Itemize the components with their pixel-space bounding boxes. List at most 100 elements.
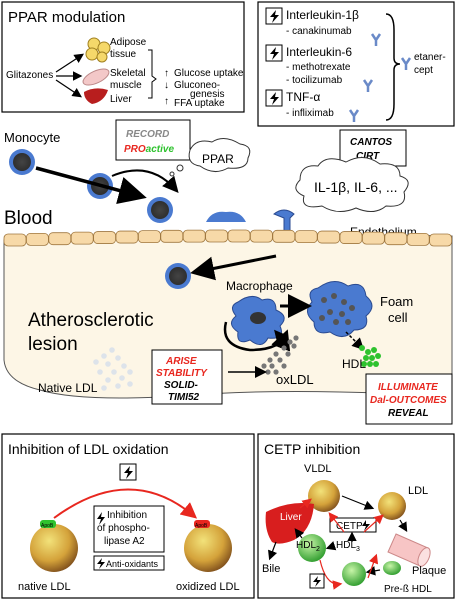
oxidation-red-arrow [53, 488, 198, 519]
arise-label: ARISE [165, 356, 197, 367]
lightning-icon [265, 89, 283, 107]
monocyte-cell [9, 149, 35, 175]
lightning-icon [119, 463, 137, 481]
oxldl-particle [293, 335, 299, 341]
hdl-particles [359, 345, 381, 367]
skeletal-label: Skeletal [110, 68, 146, 79]
hdl-particle [359, 345, 365, 351]
adipose-icon [85, 37, 111, 63]
vldl-to-ldl-arrow [341, 495, 375, 510]
foam-label-2: cell [388, 310, 408, 325]
lipid-droplet [341, 299, 347, 305]
ldl-particle [119, 375, 125, 381]
arise-trial-box: ARISE STABILITY SOLID- TIMI52 [151, 349, 223, 405]
ppar-bubble: PPAR [169, 138, 251, 177]
endothelial-cell [272, 229, 296, 243]
lipid-droplet [319, 315, 325, 321]
lightning-icon [362, 520, 370, 531]
ldl-particle [115, 383, 121, 389]
pla2-label-2: of phospho- [97, 523, 150, 534]
ppar-bubble-label: PPAR [202, 152, 234, 166]
oxldl-particle [267, 357, 273, 363]
liver-label: Liver [110, 94, 132, 105]
hdl2-label: HDL2 [296, 540, 320, 553]
lesion-label-2: lesion [28, 334, 78, 355]
curve-arrow [111, 169, 179, 194]
cetp-box: CETP inhibition VLDL LDL Plaque Liver Bi… [257, 433, 455, 599]
oxldl-particle [269, 363, 275, 369]
lightning-icon [265, 7, 283, 25]
hdl-particle [361, 361, 367, 367]
lipid-droplet [339, 311, 345, 317]
il1b-label: Interleukin-1β [286, 8, 359, 22]
hdl2-sub: 2 [316, 546, 320, 553]
illuminate-trial-box: ILLUMINATE Dal-OUTCOMES REVEAL [365, 373, 453, 425]
endothelial-cell [205, 229, 229, 243]
tocilizumab-label: - tocilizumab [286, 75, 343, 86]
vldl-label: VLDL [304, 463, 332, 475]
ldl-particle [109, 347, 115, 353]
lesion-label-1: Atherosclerotic [28, 310, 154, 331]
adipose-label: Adipose [110, 37, 147, 48]
muscle-icon [82, 68, 110, 86]
endothelium-row [3, 229, 453, 247]
oxldl-particle [287, 339, 293, 345]
endothelial-cell [339, 231, 363, 244]
migration-arrow [35, 166, 147, 205]
ldl-particle [97, 369, 103, 375]
ldl-particle [105, 361, 111, 367]
down-arrow: ↓ [164, 80, 169, 91]
vldl-particle [308, 480, 340, 512]
lightning-icon [265, 44, 283, 62]
blood-label: Blood [4, 208, 53, 229]
liver-to-vldl-arrow [299, 498, 312, 509]
ffa-uptake-label: FFA uptake [174, 98, 225, 109]
rolling-monocyte [206, 211, 246, 222]
ldl-particle [121, 363, 127, 369]
lipid-droplet [321, 297, 327, 303]
lipid-droplet [345, 319, 351, 325]
foam-cell [307, 281, 373, 337]
glitazones-label: Glitazones [6, 70, 53, 81]
endothelial-cell [25, 232, 49, 246]
pla2-label-3: lipase A2 [104, 536, 145, 547]
hdl-particle [371, 347, 377, 353]
lipid-droplet [331, 293, 337, 299]
tnfa-label: TNF-α [286, 90, 320, 104]
ldl-particle [127, 369, 133, 375]
oxldl-particle [281, 363, 287, 369]
plaque-label: Plaque [412, 565, 446, 577]
ldl-box-title: Inhibition of LDL oxidation [8, 441, 169, 457]
glucose-uptake-label: Glucose uptake [174, 68, 244, 79]
endothelial-cell [182, 229, 206, 243]
lightning-icon [309, 573, 325, 589]
ldl-label: LDL [408, 485, 428, 497]
hdl2-to-hdl3-arrow [319, 559, 343, 590]
hdl3-particle [342, 562, 366, 586]
endothelial-cell [137, 230, 161, 244]
endothelial-cell [115, 230, 139, 244]
efflux-arrow [345, 331, 365, 351]
active-fragment: active [146, 144, 175, 155]
hdl3-sub: 3 [356, 546, 360, 553]
transmigration-arrow [190, 254, 277, 281]
etanercept-label-1: etaner- [414, 52, 446, 63]
dal-outcomes-label: Dal-OUTCOMES [370, 395, 447, 406]
stability-label: STABILITY [156, 368, 208, 379]
liver-icon [84, 88, 108, 104]
brace [385, 13, 401, 121]
cetp-to-ldl-arrow [363, 514, 384, 533]
il6-label: Interleukin-6 [286, 45, 352, 59]
ldl-particle [111, 369, 117, 375]
prebeta-hdl-particle [383, 561, 401, 575]
ldl-to-plaque-arrow [398, 519, 408, 533]
cetp-to-vldl-arrow [328, 512, 345, 533]
lesion-area: Atherosclerotic lesion Macrophage Foam c… [3, 229, 453, 425]
oxldl-particle [273, 351, 279, 357]
hdl-particle [369, 355, 375, 361]
lipid-droplet [333, 319, 339, 325]
record-trial-box: RECORD PROactive [115, 119, 191, 161]
lightning-icon [97, 558, 105, 569]
genesis-label: genesis [190, 89, 224, 100]
